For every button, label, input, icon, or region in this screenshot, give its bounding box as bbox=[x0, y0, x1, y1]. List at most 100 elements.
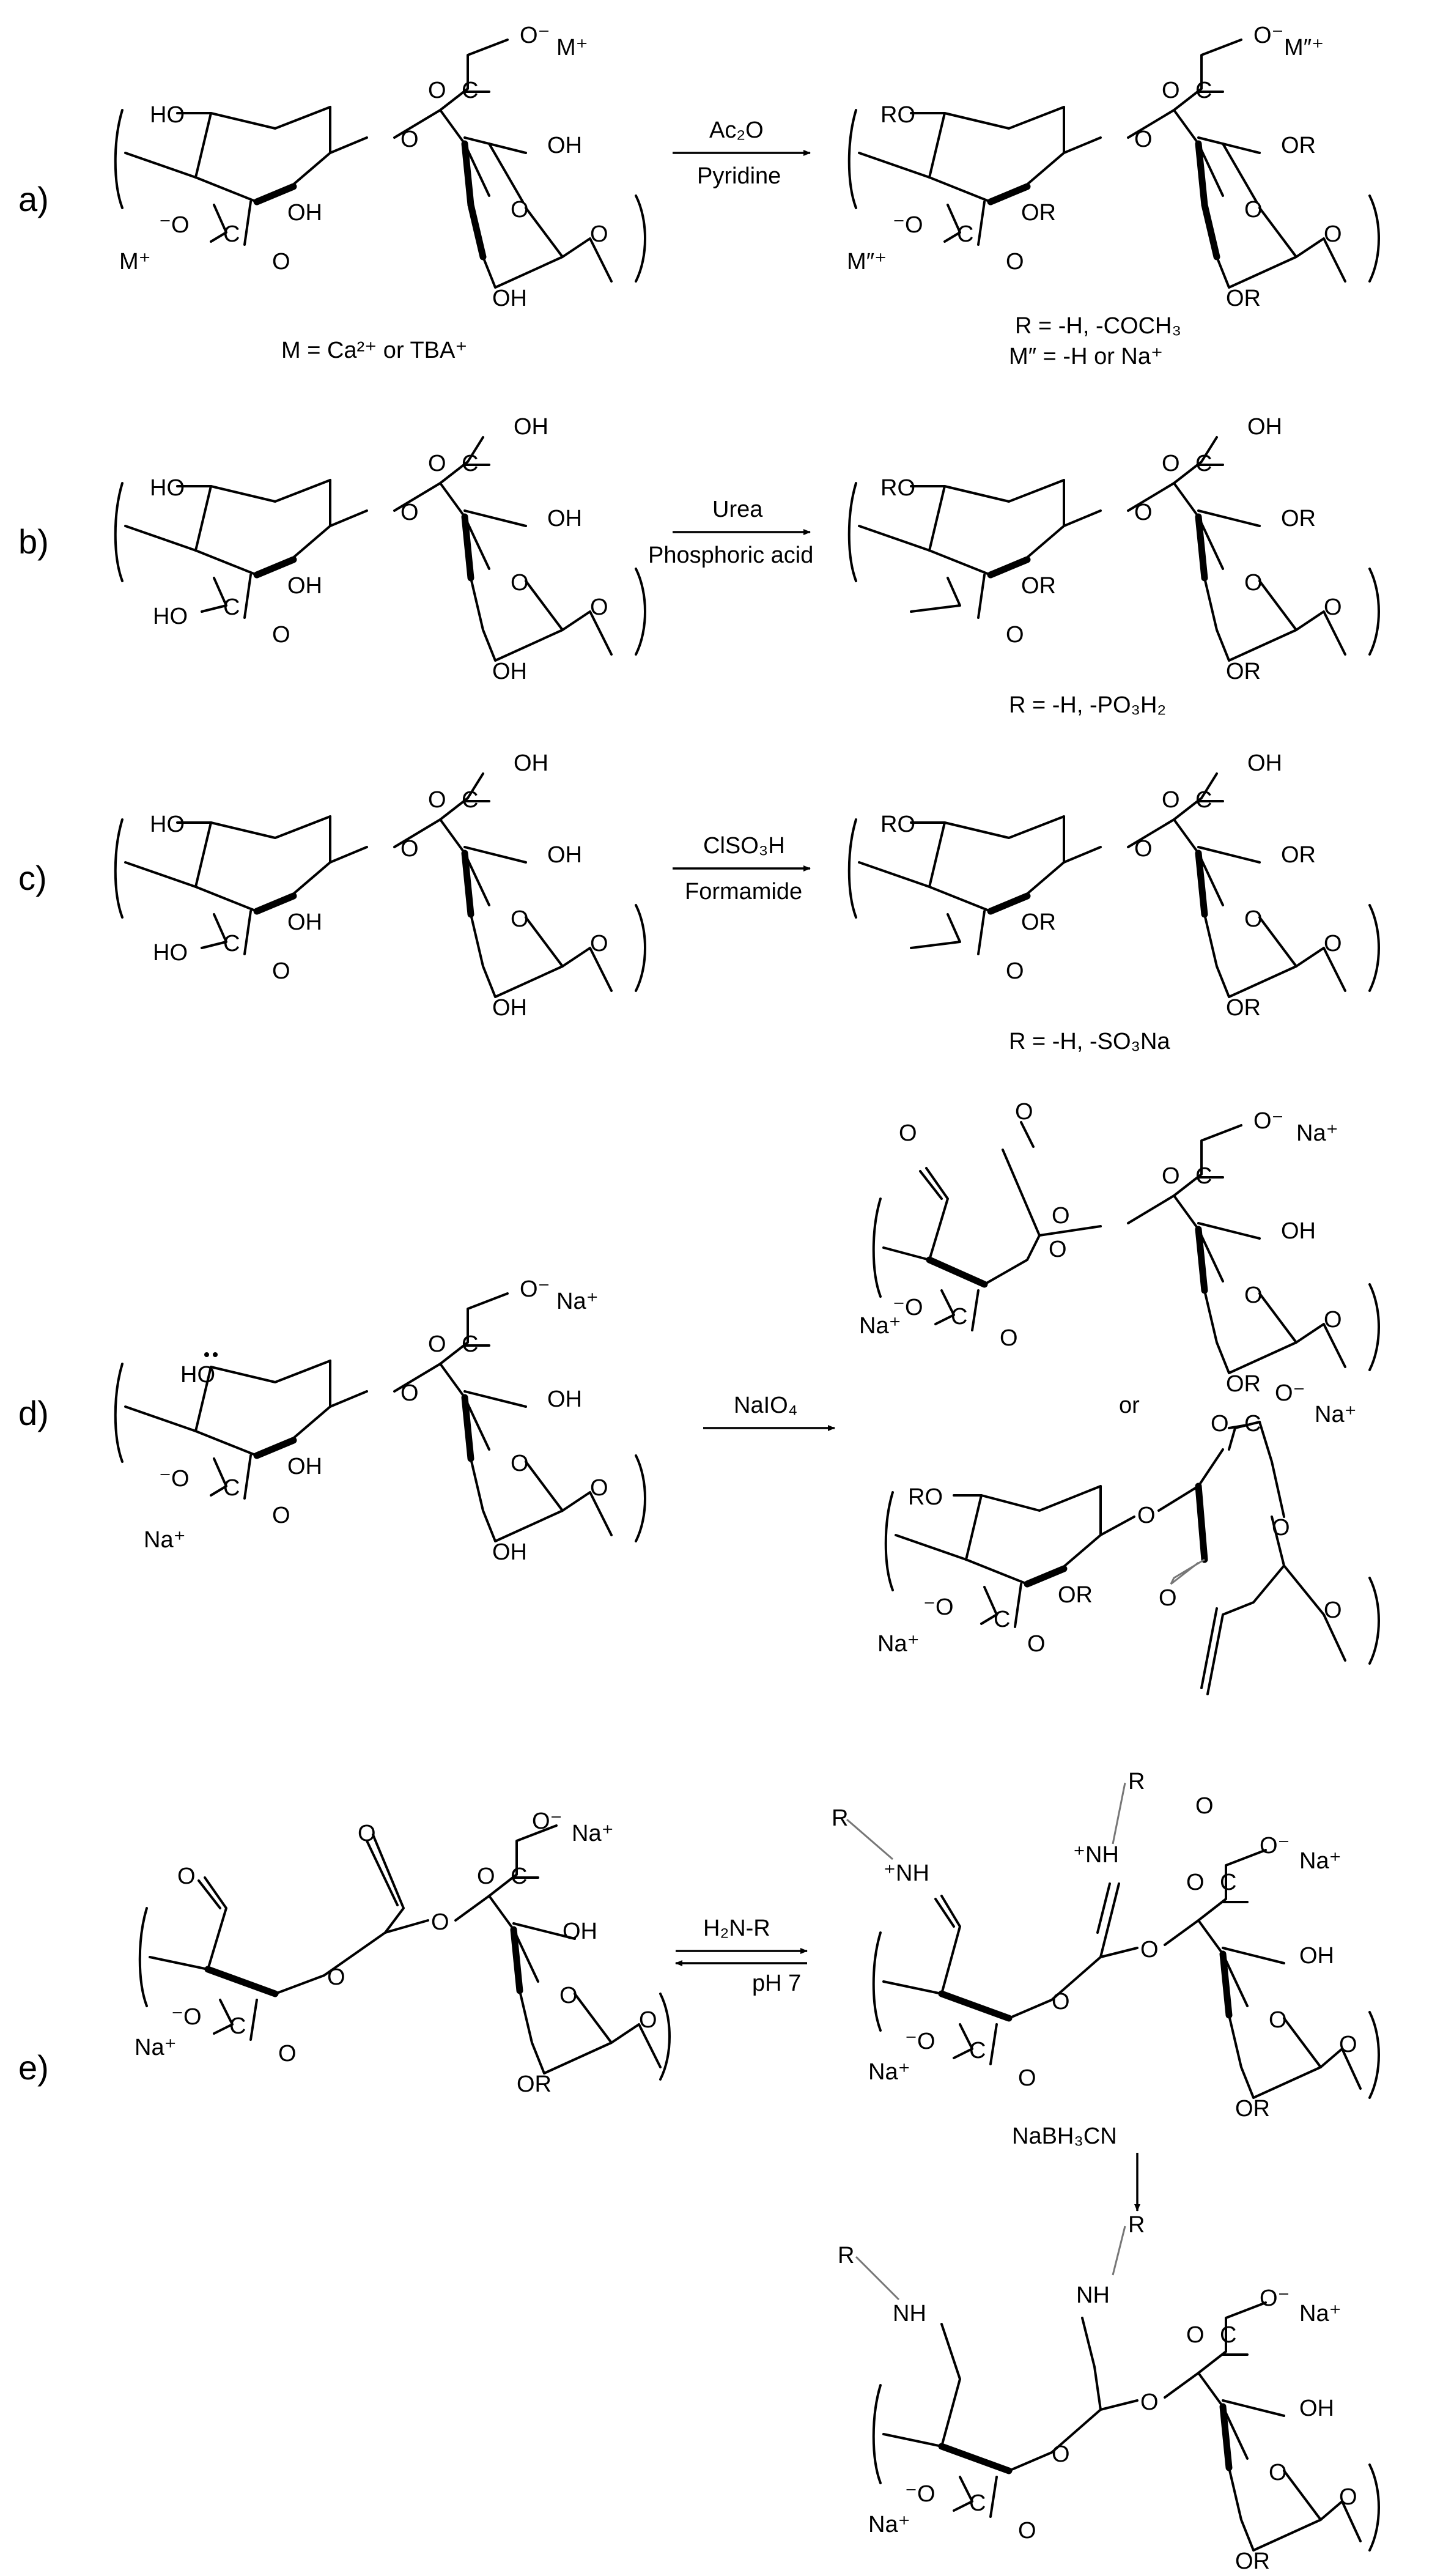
a-r-O-dbl: O bbox=[1162, 78, 1180, 103]
d-l-C2: C bbox=[223, 1475, 240, 1501]
e-i-O-chain: O bbox=[1052, 1989, 1070, 2015]
e-l-OR-b: OR bbox=[517, 2071, 552, 2097]
e-a-O-ring: O bbox=[1269, 2460, 1287, 2485]
b-l-O-ring: O bbox=[511, 570, 529, 596]
a-r-O-dbl2: O bbox=[1006, 249, 1024, 275]
e-reagent-bottom: pH 7 bbox=[752, 1971, 801, 1996]
b-r-O-dbl2: O bbox=[1006, 622, 1024, 648]
panel-label-a: a) bbox=[18, 180, 49, 218]
panel-a: a) HO OH OH OH O O O O O C C O⁻ ⁻O M⁺ bbox=[18, 23, 1380, 369]
d-l-O-minus2: ⁻O bbox=[159, 1466, 190, 1492]
d-b-OR-ring: OR bbox=[1058, 1582, 1093, 1608]
e-i-C2: C bbox=[969, 2038, 986, 2063]
e-i-O-minus2: ⁻O bbox=[905, 2029, 936, 2054]
d-b-Na-top: Na⁺ bbox=[1315, 1402, 1357, 1427]
e-l-O-end: O bbox=[639, 2007, 657, 2033]
d-b-RO: RO bbox=[908, 1484, 943, 1510]
d-l-OH-r: OH bbox=[547, 1386, 582, 1412]
d-b-O-link: O bbox=[1137, 1503, 1156, 1528]
d-t-C2: C bbox=[951, 1304, 967, 1330]
a-l-O-dbl: O bbox=[428, 78, 446, 103]
c-l-O-dbl: O bbox=[428, 787, 446, 813]
panel-d-reactant: HO OH OH OH O O O O O C C O⁻ ⁻O Na⁺ Na⁺ bbox=[114, 1276, 646, 1565]
e-l-Na-top: Na⁺ bbox=[572, 1821, 614, 1846]
b-reagent-top: Urea bbox=[712, 497, 763, 522]
d-l-O-minus: O⁻ bbox=[520, 1276, 550, 1302]
d-l-OH-b: OH bbox=[492, 1539, 527, 1565]
c-r-O-dbl2: O bbox=[1006, 958, 1024, 984]
a-l-M-top: M⁺ bbox=[556, 35, 588, 61]
c-l-C1: C bbox=[462, 787, 478, 813]
b-l-C1: C bbox=[462, 451, 478, 476]
d-t-O-ald2: O bbox=[1015, 1099, 1033, 1125]
e-i-OR-b: OR bbox=[1235, 2096, 1270, 2122]
panel-e-imine: R R ⁺NH ⁺NH O O O OH OR O O O O C C O⁻ ⁻… bbox=[832, 1769, 1380, 2122]
panel-c-product: RO OR OR OR OH O O O O O C R = -H, -SO₃N… bbox=[847, 750, 1380, 1054]
d-l-Na-left: Na⁺ bbox=[144, 1527, 186, 1553]
d-t-OR-b: OR bbox=[1226, 1371, 1261, 1397]
panel-d-bottom-product: RO OR O O O O O O C C O⁻ ⁻O Na⁺ Na⁺ bbox=[877, 1380, 1380, 1695]
a-r-OR-ring: OR bbox=[1021, 200, 1056, 226]
e-a-O-dbl: O bbox=[1186, 2322, 1205, 2348]
e-a-C2: C bbox=[969, 2490, 986, 2516]
e-l-C2: C bbox=[229, 2013, 246, 2039]
e-reagent-top: H₂N-R bbox=[703, 1915, 770, 1941]
panel-label-b: b) bbox=[18, 522, 49, 561]
b-r-O-ring: O bbox=[1244, 570, 1263, 596]
e-i-Na-left: Na⁺ bbox=[868, 2059, 910, 2085]
a-l-C1: C bbox=[462, 78, 478, 103]
a-l-O-dbl2: O bbox=[272, 249, 290, 275]
b-r-OH-top: OH bbox=[1247, 414, 1282, 440]
b-l-OH-r: OH bbox=[547, 506, 582, 531]
e-a-O-dbl2: O bbox=[1018, 2518, 1036, 2544]
a-l-OH-b: OH bbox=[492, 286, 527, 311]
b-r-O-link: O bbox=[1134, 500, 1153, 525]
c-l-HO-acid: HO bbox=[153, 940, 188, 966]
d-b-Na-left: Na⁺ bbox=[877, 1631, 920, 1657]
c-reagent-top: ClSO₃H bbox=[703, 833, 785, 859]
e-l-C1: C bbox=[511, 1864, 527, 1889]
d-l-O-dbl2: O bbox=[272, 1503, 290, 1528]
e-a-O-minus: O⁻ bbox=[1260, 2285, 1290, 2311]
e-l-OH-r: OH bbox=[563, 1919, 597, 1944]
a-r-M-top: M″⁺ bbox=[1284, 35, 1324, 61]
e-a-Na-left: Na⁺ bbox=[868, 2512, 910, 2537]
c-r-O-link: O bbox=[1134, 836, 1153, 862]
a-note-right-2: M″ = -H or Na⁺ bbox=[1009, 344, 1163, 369]
b-r-OR-r: OR bbox=[1281, 506, 1316, 531]
d-l-Na-top: Na⁺ bbox=[556, 1289, 599, 1314]
e-l-Na-left: Na⁺ bbox=[135, 2035, 177, 2060]
b-l-OH-top: OH bbox=[514, 414, 548, 440]
e-a-O-link: O bbox=[1140, 2389, 1159, 2415]
c-r-RO: RO bbox=[880, 812, 915, 837]
b-l-O-dbl2: O bbox=[272, 622, 290, 648]
a-r-O-minus: O⁻ bbox=[1253, 23, 1284, 48]
d-t-Na-top: Na⁺ bbox=[1296, 1120, 1338, 1146]
d-reagent: NaIO₄ bbox=[734, 1393, 797, 1418]
b-note-right: R = -H, -PO₃H₂ bbox=[1009, 692, 1166, 718]
a-l-OH-ring: OH bbox=[287, 200, 322, 226]
d-t-O-minus2: ⁻O bbox=[893, 1295, 923, 1320]
c-l-O-ring: O bbox=[511, 906, 529, 932]
d-t-O-ring: O bbox=[1244, 1282, 1263, 1308]
panel-e: e) O O O O OH OR O O O O C C O⁻ ⁻O Na⁺ N… bbox=[18, 1769, 1380, 2574]
d-b-O-minus2: ⁻O bbox=[923, 1594, 954, 1620]
c-r-OH-top: OH bbox=[1247, 750, 1282, 776]
d-t-O-dbl: O bbox=[1162, 1163, 1180, 1189]
e-l-O-ald1: O bbox=[177, 1864, 196, 1889]
e-i-R2: R bbox=[1128, 1769, 1145, 1794]
c-l-OH-top: OH bbox=[514, 750, 548, 776]
panel-e-amine: R R NH NH O O OH OR O O O O C C O⁻ ⁻O Na… bbox=[838, 2212, 1380, 2574]
d-b-C2: C bbox=[994, 1607, 1010, 1632]
e-i-R1: R bbox=[832, 1805, 848, 1831]
a-l-OH-r: OH bbox=[547, 133, 582, 158]
a-l-O-end: O bbox=[590, 221, 608, 247]
e-a-O-end: O bbox=[1339, 2484, 1357, 2510]
a-reagent-top: Ac₂O bbox=[709, 117, 764, 143]
b-r-O-dbl: O bbox=[1162, 451, 1180, 476]
e-i-O-stray: O bbox=[1195, 1793, 1214, 1819]
e-reagent-reduce: NaBH₃CN bbox=[1012, 2123, 1117, 2149]
d-l-OH-ring: OH bbox=[287, 1454, 322, 1479]
c-r-OR-ring: OR bbox=[1021, 909, 1056, 935]
b-l-O-dbl: O bbox=[428, 451, 446, 476]
